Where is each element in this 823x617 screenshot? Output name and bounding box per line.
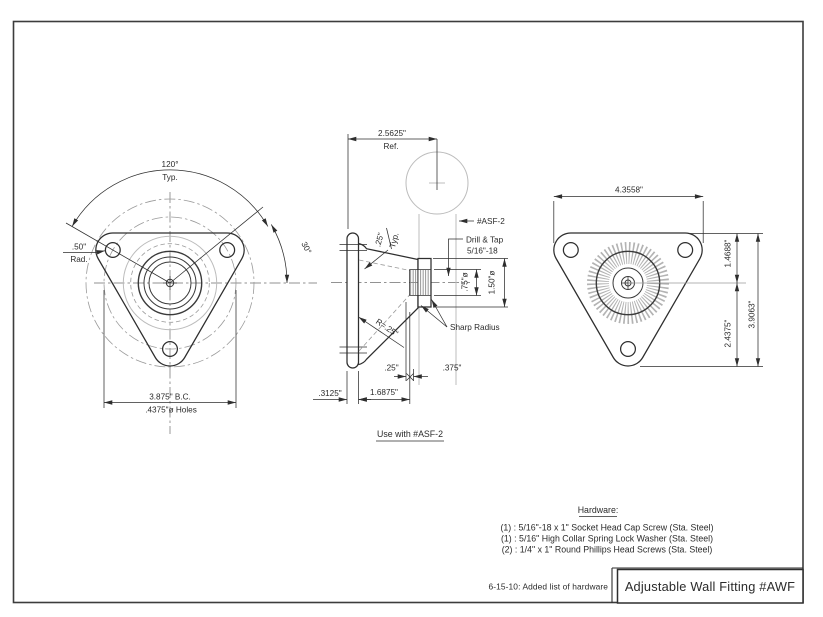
mount-hole	[677, 241, 694, 259]
back-view-plate	[553, 232, 703, 367]
holes-note: .4375"ø Holes	[145, 406, 197, 415]
mount-hole	[104, 241, 121, 259]
dim-boss-diameter: 1.50"ø	[433, 258, 508, 308]
back-view-vertical-dims: 1.4688" 2.4375" 3.9063"	[628, 233, 763, 367]
front-view-centerlines	[94, 192, 317, 434]
angle-120-label: 120°	[162, 160, 179, 169]
side-view-bottom-dims: .25" .375" .3125" 1.6875"	[313, 302, 462, 404]
drawing-title: Adjustable Wall Fitting #AWF	[625, 579, 795, 594]
wall-thickness-value: .25"	[373, 232, 385, 248]
drill-tap-line2: 5/16"-18	[467, 247, 498, 256]
boss-depth-value: .375"	[443, 364, 462, 373]
sharp-radius-text: Sharp Radius	[450, 323, 500, 332]
corner-radius-value: .50"	[72, 243, 86, 252]
dim-corner-radius: .50" Rad.	[63, 243, 106, 264]
hardware-note: Hardware: (1) : 5/16"-18 x 1" Socket Hea…	[500, 505, 713, 555]
side-view: 2.5625" Ref. #ASF-2 Drill & Tap 5/16"-18…	[313, 129, 508, 442]
bore-diameter-value: .75"ø	[461, 272, 470, 291]
overall-height-value: 3.9063"	[748, 300, 757, 328]
back-width-value: 4.3558"	[615, 186, 643, 195]
mount-hole	[562, 241, 579, 259]
callout-drill-tap: Drill & Tap 5/16"-18	[446, 236, 504, 276]
dim-bore-diameter: .75"ø	[434, 269, 481, 296]
callout-fillet-radius: R=.25"	[358, 316, 405, 348]
back-view: 4.3558" 1.4688" 2.4375" 3.9063"	[553, 186, 763, 367]
center-to-bottom-value: 2.4375"	[724, 319, 733, 347]
callout-sharp-radius: Sharp Radius	[420, 299, 500, 332]
step-depth-value: .25"	[384, 364, 398, 373]
fillet-radius-value: R=.25"	[374, 317, 400, 338]
title-box	[616, 568, 804, 604]
hidden-circle	[130, 243, 210, 323]
corner-radius-suffix: Rad.	[70, 255, 87, 264]
wall-thickness-suffix: Typ.	[388, 232, 401, 249]
hardware-item: (2) : 1/4" x 1" Round Phillips Head Scre…	[502, 545, 713, 555]
dim-back-width: 4.3558"	[553, 186, 704, 243]
hardware-item: (1) : 5/16" High Collar Spring Lock Wash…	[501, 534, 713, 544]
angle-120-typ: Typ.	[162, 173, 177, 182]
bolt-circle	[103, 216, 237, 350]
dim-angle-30: 30°	[270, 224, 313, 284]
callout-wall-thickness: .25" Typ.	[364, 227, 401, 270]
hardware-item: (1) : 5/16"-18 x 1" Socket Head Cap Scre…	[500, 523, 713, 533]
dim-bolt-circle: 3.875" B.C. .4375"ø Holes	[103, 290, 237, 415]
top-to-center-value: 1.4688"	[724, 239, 733, 267]
mount-hole	[161, 340, 179, 358]
usage-note-text: Use with #ASF-2	[377, 429, 443, 439]
hardware-heading: Hardware:	[578, 505, 619, 515]
dim-ref-width: 2.5625" Ref.	[347, 129, 438, 229]
swing-circle	[85, 198, 255, 368]
title-block: Adjustable Wall Fitting #AWF 6-15-10: Ad…	[489, 567, 804, 604]
front-view-hidden-circles	[85, 198, 255, 368]
body-depth-value: 1.6875"	[370, 388, 398, 397]
drill-tap-line1: Drill & Tap	[466, 236, 504, 245]
front-view-plate	[95, 232, 245, 367]
mating-part-text: #ASF-2	[477, 217, 505, 226]
bolt-circle-value: 3.875" B.C.	[149, 393, 191, 402]
flange-thickness-value: .3125"	[318, 389, 341, 398]
revision-note: 6-15-10: Added list of hardware	[489, 582, 609, 592]
angle-30-label: 30°	[299, 240, 313, 255]
sheet-border	[12, 20, 804, 604]
front-view: 120° Typ. 30° .50" Rad. 3.875" B.C. .437…	[63, 160, 317, 434]
flange-profile	[346, 232, 360, 369]
boss-diameter-value: 1.50"ø	[488, 271, 497, 295]
usage-note: Use with #ASF-2	[376, 429, 444, 442]
side-view-body	[339, 232, 432, 369]
ref-width-value: 2.5625"	[378, 129, 406, 138]
dim-angle-120: 120° Typ.	[65, 160, 269, 284]
mount-hole	[619, 340, 637, 358]
callout-mating-part: #ASF-2	[459, 217, 505, 226]
mount-hole	[219, 241, 236, 259]
boss-profile	[417, 257, 432, 308]
front-view-hub-circles	[137, 250, 203, 316]
ref-width-suffix: Ref.	[383, 142, 398, 151]
flange-back-circle	[122, 235, 218, 331]
